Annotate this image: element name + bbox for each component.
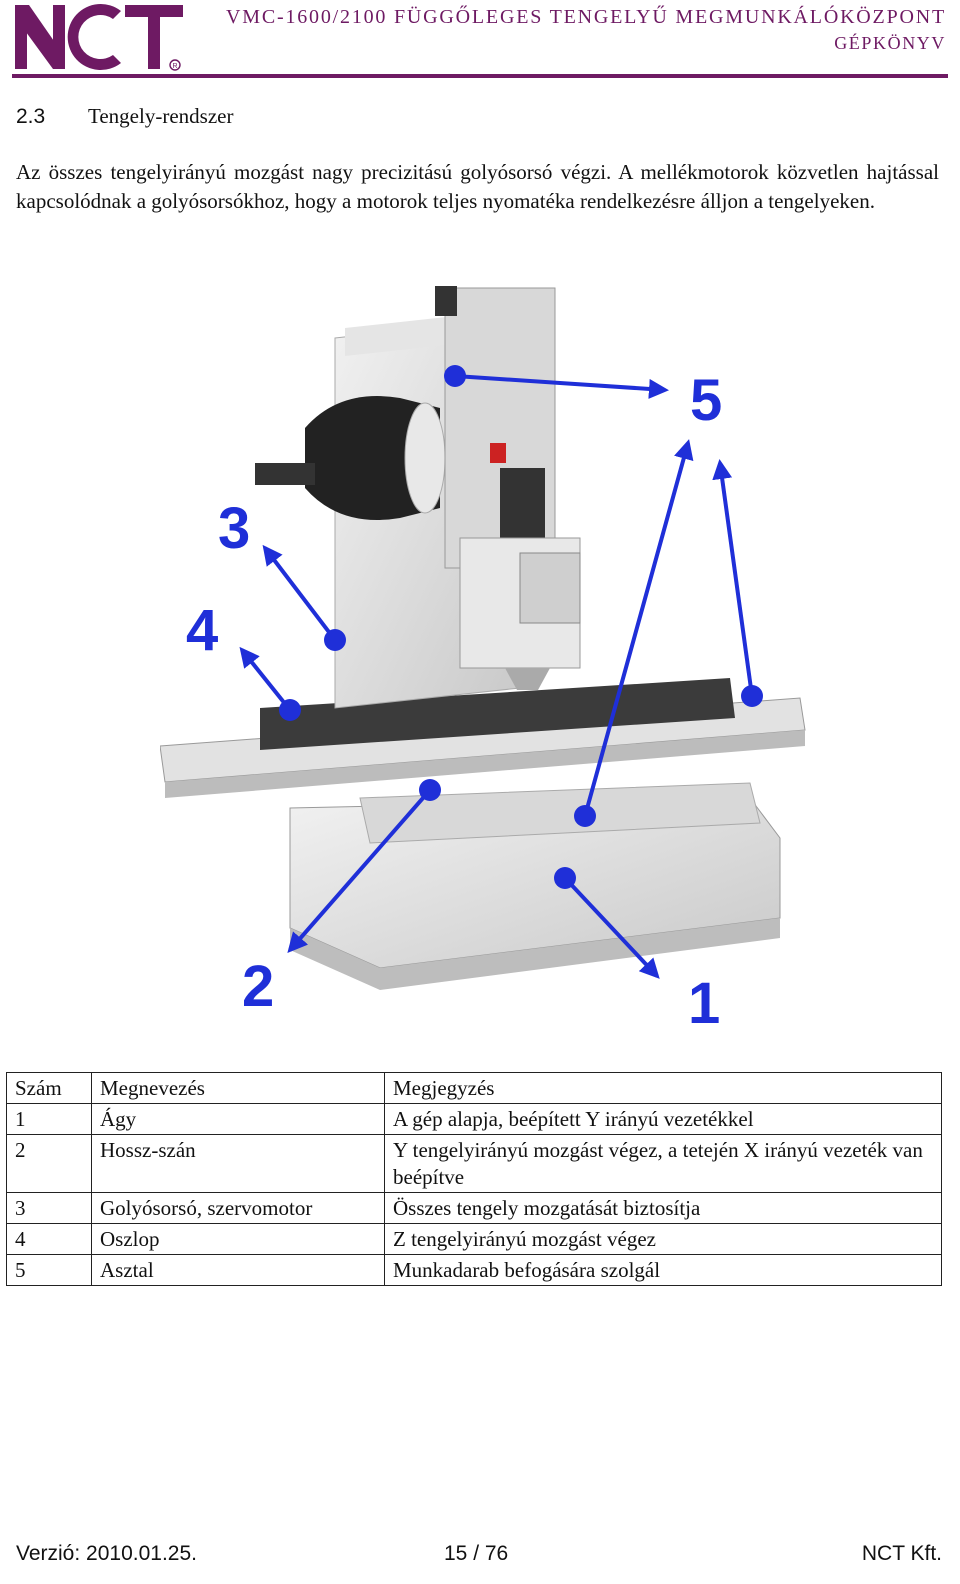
body-paragraph: Az összes tengelyirányú mozgást nagy pre… [16,160,939,213]
table-row: 3 Golyósorsó, szervomotor Összes tengely… [6,1192,942,1224]
header-divider [12,74,948,78]
document-title: VMC-1600/2100 FÜGGŐLEGES TENGELYŰ MEGMUN… [226,6,946,54]
company-name: NCT Kft. [861,1542,942,1565]
table-cell: Munkadarab befogására szolgál [384,1254,942,1286]
document-title-line1: VMC-1600/2100 FÜGGŐLEGES TENGELYŰ MEGMUN… [226,6,946,28]
table-cell: Golyósorsó, szervomotor [91,1192,385,1224]
table-row: 4 Oszlop Z tengelyirányú mozgást végez [6,1223,942,1255]
table-cell: 2 [6,1134,92,1193]
machine-illustration [160,286,806,990]
callout-dots [279,365,763,889]
table-cell: 4 [6,1223,92,1255]
table-cell: 3 [6,1192,92,1224]
table-cell: 1 [6,1103,92,1135]
section-heading: 2.3 Tengely-rendszer [16,104,233,129]
callout-arrows [239,374,754,979]
parts-table: Szám Megnevezés Megjegyzés 1 Ágy A gép a… [6,1072,942,1286]
page-number: 15 / 76 [444,1542,509,1565]
table-cell: A gép alapja, beépített Y irányú vezeték… [384,1103,942,1135]
table-cell: 5 [6,1254,92,1286]
page-header: R VMC-1600/2100 FÜGGŐLEGES TENGELYŰ MEGM… [0,0,960,80]
table-cell: Hossz-szán [91,1134,385,1193]
table-cell: Oszlop [91,1223,385,1255]
table-cell: Z tengelyirányú mozgást végez [384,1223,942,1255]
svg-text:R: R [172,63,177,70]
callout-4: 4 [186,598,218,663]
table-header-row: Szám Megnevezés Megjegyzés [6,1072,942,1104]
section-title: Tengely-rendszer [88,104,234,128]
machine-figure: 1 2 3 4 5 [160,286,806,1037]
column-header: Megjegyzés [384,1072,942,1104]
column-header: Megnevezés [91,1072,385,1104]
callout-5: 5 [690,368,722,433]
table-cell: Összes tengely mozgatását biztosítja [384,1192,942,1224]
callout-3: 3 [218,496,250,561]
version-label: Verzió: 2010.01.25. [16,1542,197,1565]
nct-logo: R [15,4,183,71]
table-cell: Ágy [91,1103,385,1135]
table-cell: Asztal [91,1254,385,1286]
table-row: 2 Hossz-szán Y tengelyirányú mozgást vég… [6,1134,942,1193]
column-header: Szám [6,1072,92,1104]
section-number: 2.3 [16,105,46,128]
callout-2: 2 [242,954,274,1019]
table-cell: Y tengelyirányú mozgást végez, a tetején… [384,1134,942,1193]
callout-1: 1 [688,971,720,1036]
table-row: 1 Ágy A gép alapja, beépített Y irányú v… [6,1103,942,1135]
table-row: 5 Asztal Munkadarab befogására szolgál [6,1254,942,1286]
document-title-line2: GÉPKÖNYV [834,33,946,53]
